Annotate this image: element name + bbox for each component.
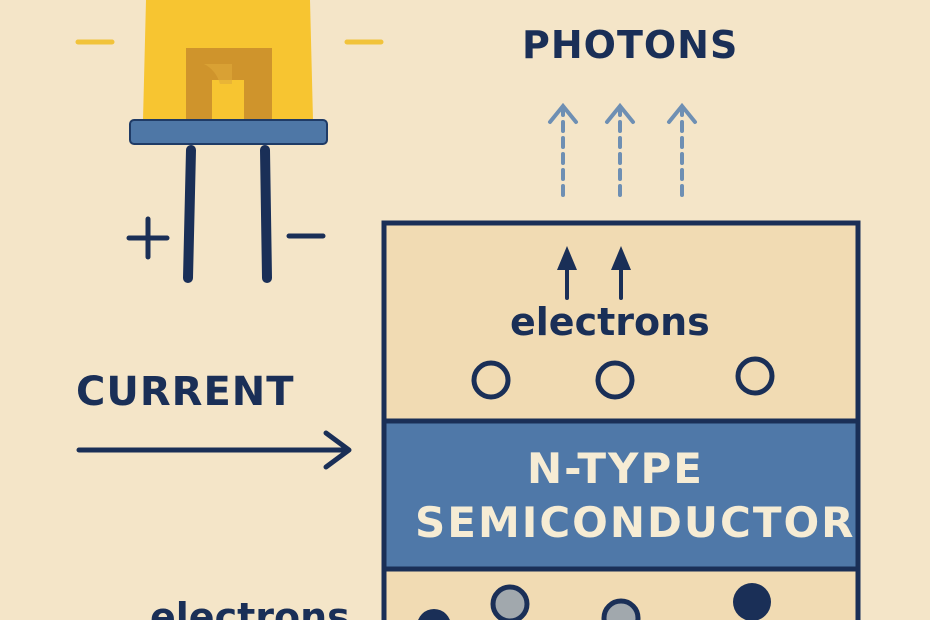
photon-arrow-icon (548, 102, 578, 197)
hole-circle-icon (471, 360, 511, 400)
led-leg-right (260, 145, 272, 283)
led-highlight (204, 64, 232, 84)
current-label: CURRENT (76, 369, 295, 415)
photon-arrow-icon (605, 102, 635, 197)
electrons-label-lower: electrons (150, 595, 350, 620)
electron-dot-icon (418, 609, 450, 620)
hole-circle-icon (595, 360, 635, 400)
hole-dot-icon (601, 598, 641, 620)
electron-dot-icon (733, 583, 771, 620)
electron-arrow-icon (611, 246, 631, 300)
electron-arrow-icon (557, 246, 577, 300)
ntype-label: N-TYPE (527, 444, 704, 493)
hole-dot-icon (490, 584, 530, 620)
plus-sign-icon (126, 216, 170, 260)
photon-arrow-icon (667, 102, 697, 197)
photon-arrows (548, 102, 697, 197)
semiconductor-label: SEMICONDUCTOR (415, 498, 856, 547)
electrons-label-upper: electrons (510, 300, 710, 344)
led-leg-left (183, 145, 196, 283)
hole-circle-icon (735, 356, 775, 396)
current-arrow-icon (76, 430, 352, 470)
photons-label: PHOTONS (522, 23, 739, 67)
led-base (129, 119, 328, 145)
led-icon (129, 0, 328, 283)
